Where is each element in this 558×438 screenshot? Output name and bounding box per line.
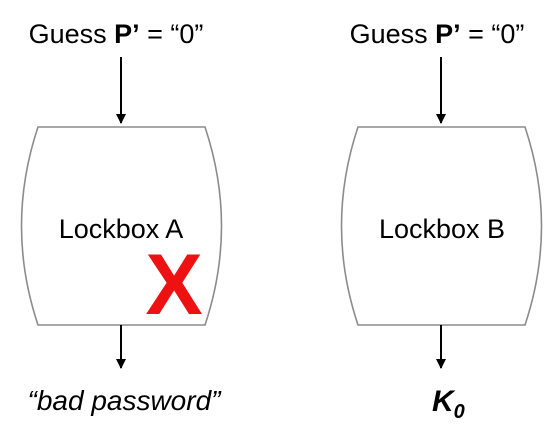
guess-prefix-a: Guess — [29, 19, 115, 49]
guess-value-b: = “0” — [461, 19, 525, 49]
output-key-k0: K0 — [432, 385, 465, 423]
lockbox-a-box — [20, 126, 223, 326]
guess-value-a: = “0” — [140, 19, 204, 49]
guess-label-a: Guess P’ = “0” — [29, 19, 204, 49]
failure-x-mark: X — [145, 237, 202, 333]
lockbox-b-label: Lockbox B — [379, 214, 505, 244]
output-bad-password: “bad password” — [28, 385, 223, 416]
lockbox-b-box — [340, 126, 543, 326]
guess-label-b: Guess P’ = “0” — [350, 19, 525, 49]
output-key-base: K — [432, 385, 456, 418]
output-key-subscript: 0 — [454, 401, 465, 423]
guess-prefix-b: Guess — [350, 19, 436, 49]
guess-variable-a: P’ — [114, 19, 140, 49]
guess-variable-b: P’ — [435, 19, 461, 49]
lockbox-a-label: Lockbox A — [59, 214, 184, 244]
